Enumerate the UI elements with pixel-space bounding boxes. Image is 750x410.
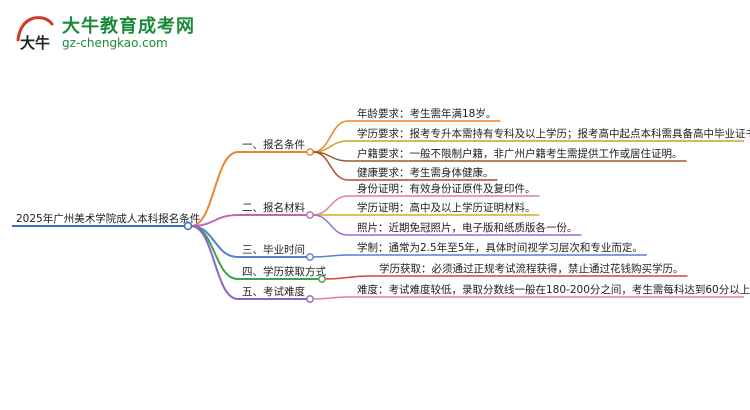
branch-label: 一、报名条件 <box>242 138 305 151</box>
leaf-label: 学历获取：必须通过正规考试流程获得，禁止通过花钱购买学历。 <box>379 262 684 275</box>
branch-1: 一、报名条件 年龄要求：考生需年满18岁。学历要求：报考专升本需持有专科及以上学历… <box>190 107 750 227</box>
leaf-connector <box>312 195 349 216</box>
branch-node[interactable] <box>306 253 314 261</box>
branch-node[interactable] <box>318 275 326 283</box>
leaf-label: 年龄要求：考生需年满18岁。 <box>357 107 496 120</box>
leaf-label: 照片：近期免冠照片，电子版和纸质版各一份。 <box>357 221 578 234</box>
leaf-label: 学制：通常为2.5年至5年，具体时间视学习层次和专业而定。 <box>357 241 643 254</box>
leaf-label: 户籍要求：一般不限制户籍，非广州户籍考生需提供工作或居住证明。 <box>357 147 683 160</box>
leaf-connector <box>312 151 349 181</box>
root-node[interactable] <box>183 221 193 231</box>
brand-url: gz-chengkao.com <box>62 36 168 50</box>
branch-node[interactable] <box>306 148 314 156</box>
branch-node[interactable] <box>306 295 314 303</box>
leaf-connector <box>312 254 349 258</box>
branch-label: 四、学历获取方式 <box>242 265 326 278</box>
leaf-label: 难度：考试难度较低，录取分数线一般在180-200分之间，考生需每科达到60分以… <box>357 283 750 296</box>
branch-2: 二、报名材料 身份证明：有效身份证原件及复印件。学历证明：高中及以上学历证明材料。… <box>190 182 582 236</box>
leaf-label: 学历要求：报考专升本需持有专科及以上学历；报考高中起点本科需具备高中毕业证书。 <box>357 127 750 140</box>
svg-text:大牛: 大牛 <box>20 34 50 52</box>
site-logo[interactable]: 大牛 大牛教育成考网 gz-chengkao.com <box>12 10 212 56</box>
brand-name: 大牛教育成考网 <box>62 16 195 37</box>
branch-5: 五、考试难度 难度：考试难度较低，录取分数线一般在180-200分之间，考生需每科… <box>190 225 750 303</box>
leaf-connector <box>324 275 371 280</box>
leaf-label: 学历证明：高中及以上学历证明材料。 <box>357 201 536 214</box>
branch-connector <box>190 225 239 300</box>
leaf-connector <box>312 296 349 300</box>
branch-label: 三、毕业时间 <box>242 243 305 256</box>
leaf-label: 健康要求：考生需身体健康。 <box>357 166 494 179</box>
branch-label: 五、考试难度 <box>242 285 305 298</box>
leaf-connector <box>312 214 349 236</box>
branch-connector <box>190 225 239 280</box>
logo-mark-icon: 大牛 <box>16 16 54 52</box>
branch-node[interactable] <box>306 211 314 219</box>
leaf-label: 身份证明：有效身份证原件及复印件。 <box>357 182 536 195</box>
branch-label: 二、报名材料 <box>242 201 305 214</box>
root-label: 2025年广州美术学院成人本科报名条件 <box>16 212 200 225</box>
branch-3: 三、毕业时间 学制：通常为2.5年至5年，具体时间视学习层次和专业而定。 <box>190 225 647 261</box>
branch-connector <box>190 151 239 227</box>
